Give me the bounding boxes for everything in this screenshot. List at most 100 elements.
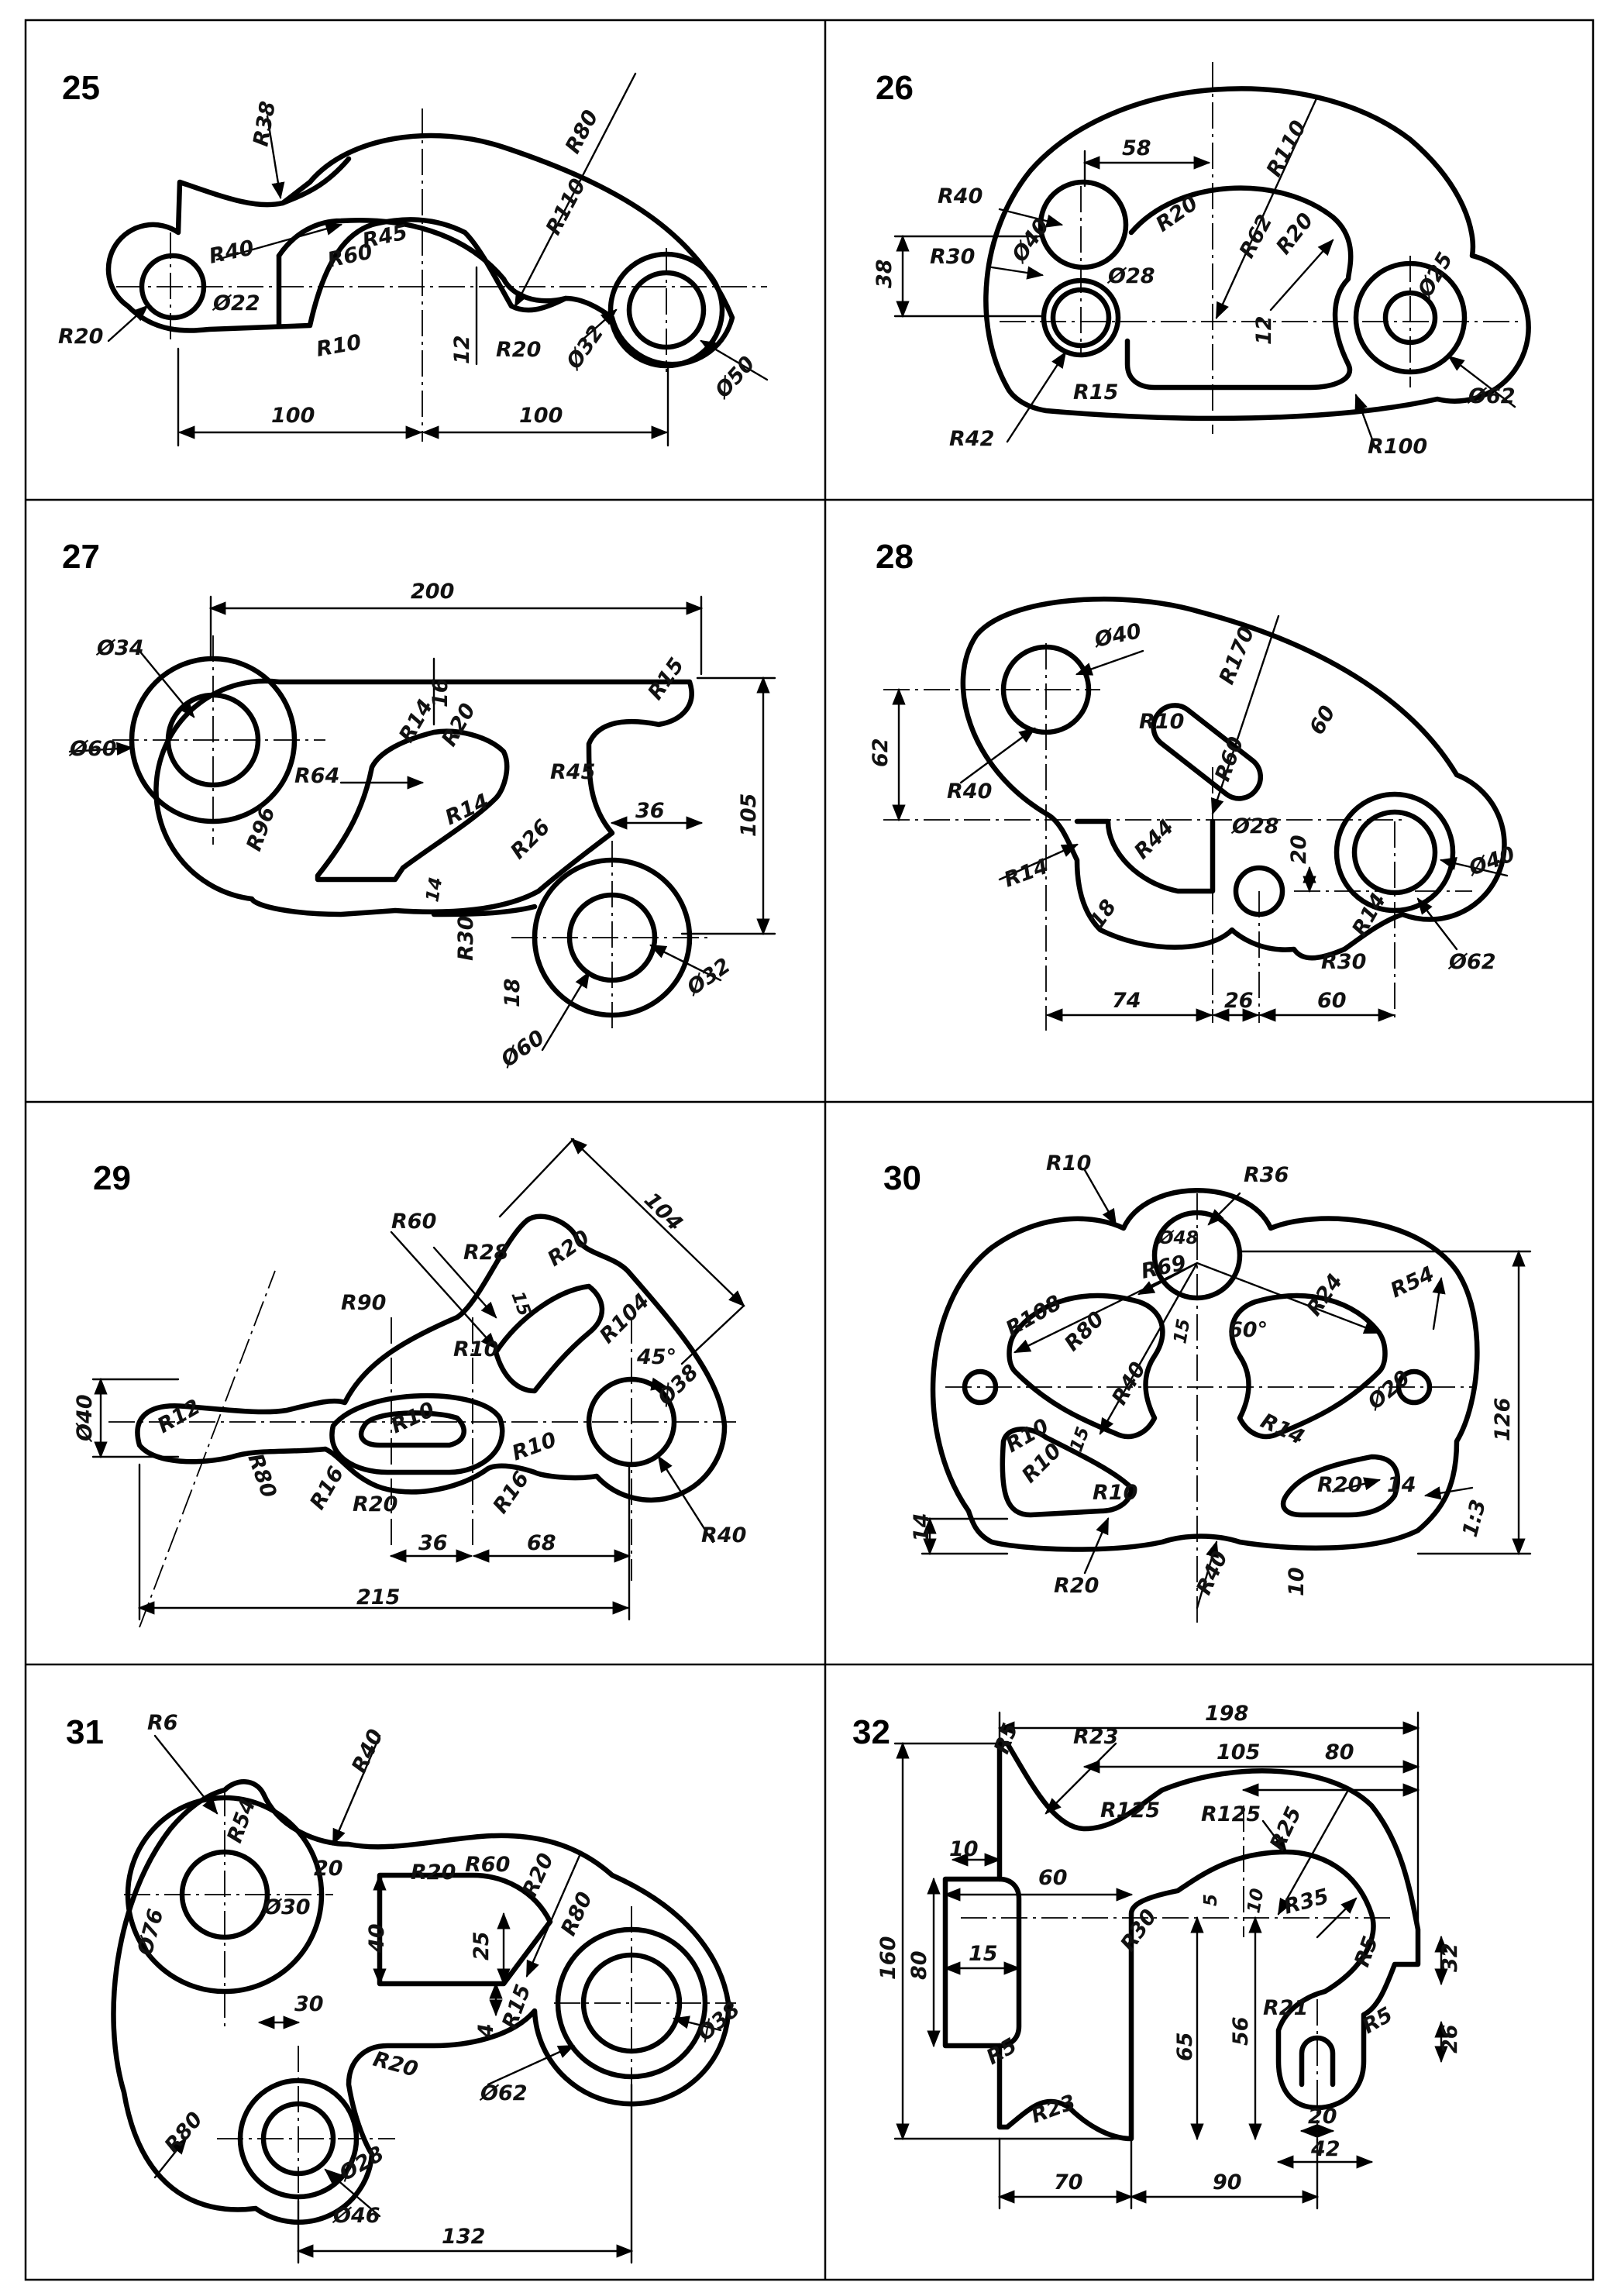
dimension-labels: 198 R5 R23 105 80 10 R125 R125 R25 160 8… xyxy=(876,1702,1462,2194)
dimension-label: 45° xyxy=(636,1345,676,1369)
dimension-label: 36 xyxy=(418,1531,448,1555)
dimension-label: R20 xyxy=(353,1492,397,1516)
dimension-label: R60 xyxy=(1210,734,1248,784)
dimension-label: R80 xyxy=(1060,1307,1109,1356)
dimension-label: 105 xyxy=(737,793,761,837)
part-outline xyxy=(135,1213,728,1503)
dimension-label: 10 xyxy=(1244,1887,1268,1915)
part-outline xyxy=(111,1779,731,2225)
dimension-label: R28 xyxy=(463,1241,508,1265)
panel-number: 26 xyxy=(876,69,914,107)
dimension-label: Ø46 xyxy=(332,2204,380,2228)
dimension-label: 1:3 xyxy=(1458,1497,1491,1540)
part-outline xyxy=(153,678,694,917)
dimension-label: 26 xyxy=(1438,2024,1462,2053)
dimension-label: R10 xyxy=(1093,1481,1137,1505)
dimension-label: 80 xyxy=(907,1950,931,1980)
panel-28: 28 Ø40 R170 R10 60 62 R60 R4 xyxy=(869,538,1518,1031)
dimension-label: 32 xyxy=(1438,1943,1462,1972)
panel-grid xyxy=(24,19,1595,2281)
dimension-label: R16 xyxy=(305,1462,349,1513)
dimension-label: R64 xyxy=(294,764,339,788)
dimension-label: R20 xyxy=(1317,1473,1362,1497)
dimension-label: R125 xyxy=(1201,1802,1261,1826)
dimension-label: 62 xyxy=(869,738,893,767)
dimension-label: Ø62 xyxy=(1447,950,1496,974)
panel-29: 29 104 R60 R28 R20 15 R90 R1 xyxy=(73,1138,746,1628)
dimension-label: 12 xyxy=(450,335,474,364)
dimension-label: R15 xyxy=(643,653,689,704)
panel-number: 30 xyxy=(883,1159,921,1197)
panel-27: 27 200 Ø34 16 R15 R14 R20 Ø60 xyxy=(62,538,776,1073)
dimension-label: R40 xyxy=(938,184,983,208)
dimension-label: 26 xyxy=(1224,989,1254,1013)
dimension-label: 20 xyxy=(314,1857,343,1881)
dimension-label: R12 xyxy=(153,1395,205,1438)
dimension-label: Ø40 xyxy=(1464,842,1518,882)
dimension-label: 5 xyxy=(1201,1894,1221,1906)
dimension-label: R44 xyxy=(1130,815,1179,864)
dimension-label: R110 xyxy=(542,175,591,239)
dimension-label: 105 xyxy=(1217,1740,1260,1764)
dimension-label: 4 xyxy=(474,2023,498,2039)
dimension-label: 90 xyxy=(1213,2170,1242,2194)
dimension-label: R10 xyxy=(1139,710,1184,734)
dimension-label: 104 xyxy=(639,1188,687,1236)
dimension-label: R45 xyxy=(550,760,595,784)
dimension-label: 65 xyxy=(1173,2032,1197,2061)
panel-32: 32 198 R5 R2 xyxy=(852,1702,1462,2210)
dimension-label: 15 xyxy=(969,1942,998,1966)
panel-number: 31 xyxy=(66,1713,104,1751)
dimension-labels: R38 R80 R40 R45 R60 R110 R20 Ø22 R10 R20… xyxy=(58,99,760,428)
dimension-label: R100 xyxy=(1368,435,1427,459)
dimension-label: 60 xyxy=(1317,989,1347,1013)
dimension-label: 36 xyxy=(635,799,665,823)
dimension-label: R26 xyxy=(506,815,555,864)
dimension-label: R10 xyxy=(315,330,363,362)
dimension-label: 14 xyxy=(422,876,446,904)
dimension-label: R54 xyxy=(222,1795,260,1846)
dimension-label: R10 xyxy=(509,1427,559,1465)
panel-number: 32 xyxy=(852,1713,890,1751)
dimension-label: R40 xyxy=(1192,1547,1233,1599)
dimension-label: 132 xyxy=(442,2225,485,2249)
dimension-label: R14 xyxy=(1257,1409,1308,1450)
panel-number: 27 xyxy=(62,538,100,576)
panel-number: 29 xyxy=(93,1159,131,1197)
dimension-label: 160 xyxy=(876,1936,900,1980)
dimension-label: R125 xyxy=(1100,1799,1160,1823)
dimension-label: 58 xyxy=(1122,136,1151,160)
dimension-label: 30 xyxy=(294,1992,324,2016)
part-outline xyxy=(983,86,1531,422)
dimension-label: 10 xyxy=(949,1837,979,1861)
dimension-label: Ø40 xyxy=(1091,619,1144,652)
dimension-label: R60 xyxy=(465,1853,510,1877)
dimension-label: R30 xyxy=(454,916,478,961)
panel-25: 25 R38 R80 R40 R45 R60 R110 xyxy=(58,69,769,447)
dimension-label: R20 xyxy=(411,1861,456,1885)
dimension-label: 16 xyxy=(428,678,453,707)
dimension-label: 100 xyxy=(271,404,315,428)
dimension-label: Ø62 xyxy=(479,2081,528,2105)
dimension-label: Ø40 xyxy=(73,1394,97,1443)
dimension-label: Ø76 xyxy=(132,1906,168,1959)
dimension-label: 215 xyxy=(356,1585,400,1609)
dimension-label: Ø48 xyxy=(1157,1228,1199,1248)
dimension-label: Ø40 xyxy=(1007,215,1054,268)
dimension-label: 14 xyxy=(910,1513,934,1542)
dimension-labels: Ø40 R170 R10 60 62 R60 R40 R14 R44 Ø28 2… xyxy=(869,619,1518,1013)
dimension-label: R10 xyxy=(1046,1151,1091,1176)
dimension-label: 40 xyxy=(365,1923,389,1953)
dimension-label: R104 xyxy=(595,1289,654,1348)
dimension-label: R36 xyxy=(1244,1163,1289,1187)
dimension-label: R30 xyxy=(1116,1905,1161,1956)
dimension-label: 198 xyxy=(1205,1702,1248,1726)
dimension-label: 25 xyxy=(470,1931,494,1960)
dimension-label: 42 xyxy=(1310,2137,1340,2161)
dimension-label: 10 xyxy=(1285,1567,1309,1596)
dimension-label: R40 xyxy=(207,236,256,268)
dimension-label: R170 xyxy=(1215,623,1260,687)
dimension-label: 18 xyxy=(1085,895,1121,933)
dimension-label: R20 xyxy=(1272,208,1318,259)
